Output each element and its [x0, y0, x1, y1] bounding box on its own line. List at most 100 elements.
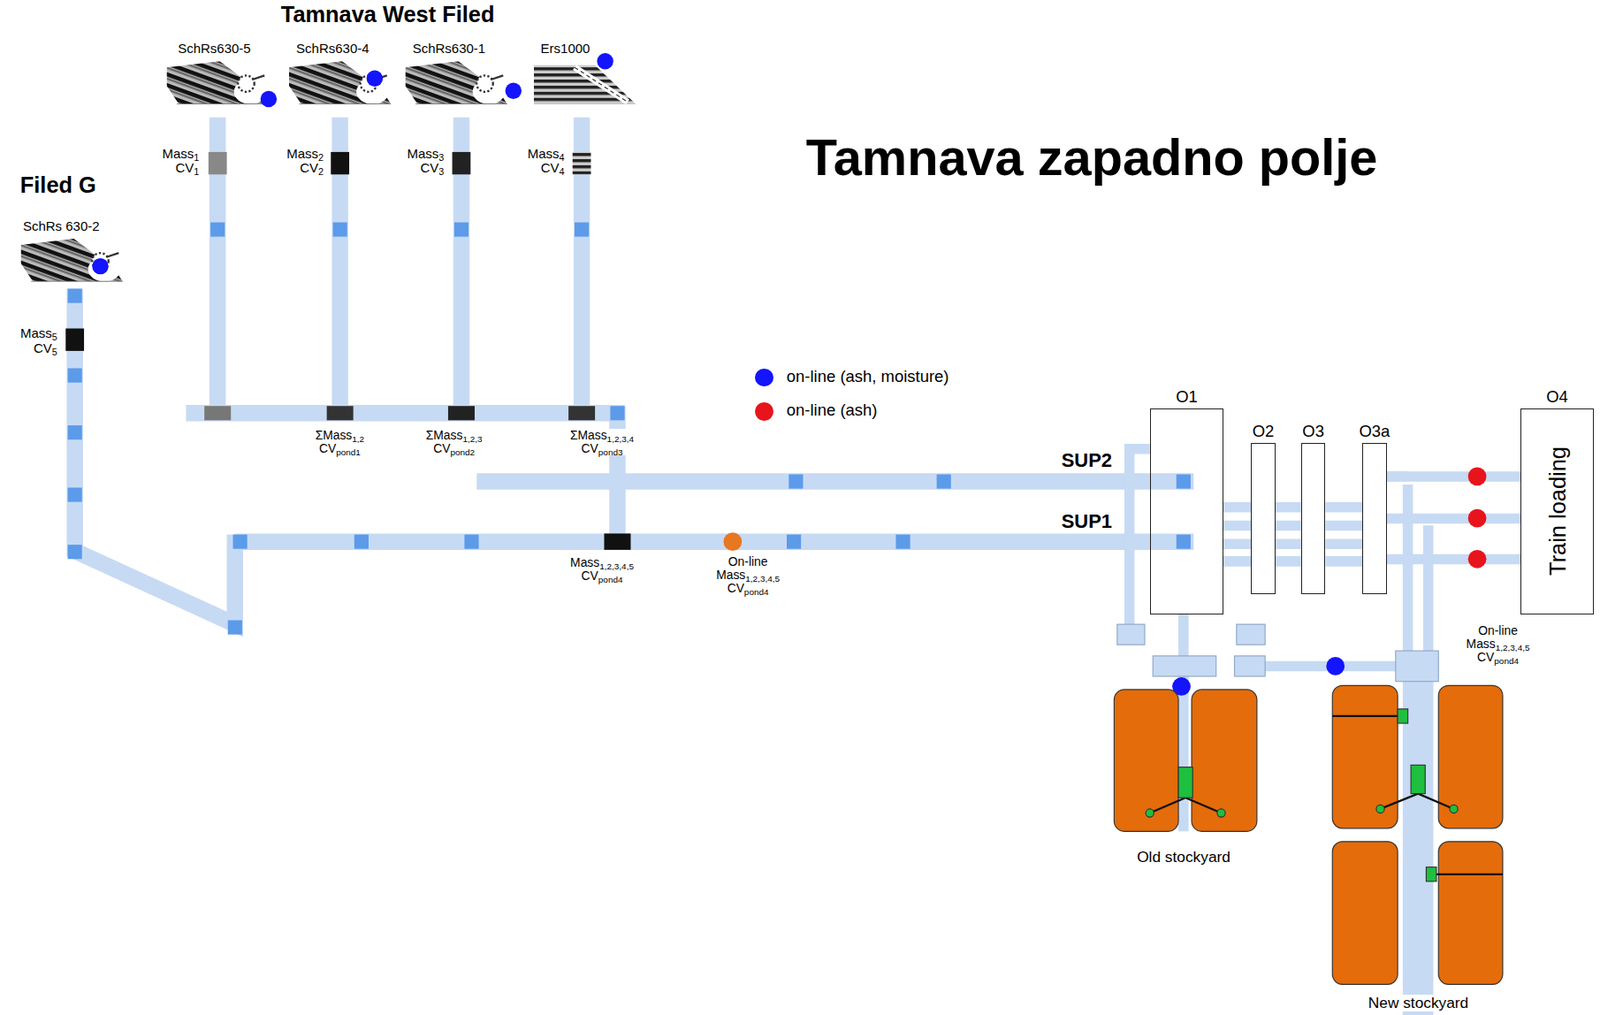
text-label: Filed G: [19, 173, 98, 198]
text-label: SchRs 630-2: [22, 219, 101, 234]
drawing-g: [1468, 466, 1487, 568]
diagram-title: Tamnava zapadno polje: [805, 129, 1380, 185]
drawing-use: [289, 60, 391, 104]
drawing-circle: [1145, 808, 1154, 817]
box-text: Train loading: [1544, 446, 1570, 576]
box-heading: O3a: [1358, 421, 1390, 442]
drawing-use: [167, 60, 269, 104]
drawing-path: [1178, 676, 1189, 831]
drawing-rect: [609, 405, 625, 420]
drawing-rect: [68, 425, 83, 440]
drawing-rect: [354, 534, 369, 549]
box-heading: O1: [1175, 387, 1198, 407]
text-label: On-line Mass1,2,3,4,5 CVpond4: [1465, 624, 1532, 664]
drawing-rect: [204, 405, 231, 420]
text-label: SchRs630-5: [176, 41, 252, 56]
drawing-rect: [1410, 764, 1425, 793]
text-label: SUP1: [1060, 510, 1113, 533]
drawing-circle: [505, 82, 522, 99]
conveyor-connector: [1325, 507, 1363, 562]
drawing-rect: [448, 405, 475, 420]
drawing-circle: [723, 532, 742, 551]
drawing-circle: [1325, 656, 1345, 676]
drawing-rect: [1332, 841, 1398, 985]
legend-text: on-line (ash): [785, 401, 879, 420]
drawing-rect: [1397, 708, 1409, 724]
drawing-use: [404, 60, 507, 104]
drawing-rect: [1176, 474, 1191, 489]
drawing-rect: [452, 152, 472, 175]
process-box: O4Train loading: [1520, 408, 1594, 615]
drawing-circle: [1376, 804, 1385, 813]
text-label: SUP2: [1060, 449, 1113, 472]
drawing-rect: [1395, 650, 1439, 682]
text-label: On-line Mass1,2,3,4,5 CVpond4: [715, 555, 781, 595]
drawing-rect: [1234, 655, 1266, 677]
box-heading: O2: [1252, 421, 1275, 442]
drawing-rect: [210, 222, 225, 237]
box-heading: O4: [1546, 387, 1569, 407]
drawing-rect: [68, 487, 83, 503]
drawing-path: [75, 289, 236, 625]
drawing-circle: [91, 258, 108, 275]
drawing-rect: [1176, 534, 1191, 549]
drawing-rect: [65, 328, 84, 351]
text-label: SchRs630-1: [411, 41, 488, 56]
drawing-rect: [1191, 689, 1258, 831]
text-label: Mass2 CV2: [285, 146, 325, 176]
drawing-circle: [260, 91, 277, 107]
drawing-rect: [330, 152, 350, 175]
drawing-rect: [786, 534, 801, 549]
drawing-circle: [1468, 466, 1487, 486]
drawing-rect: [333, 222, 348, 237]
text-label: Ers1000: [540, 41, 592, 56]
text-label: ΣMass1,2 CVpond1: [314, 428, 366, 456]
text-label: Mass4 CV4: [526, 146, 566, 176]
drawing-rect: [464, 534, 479, 549]
drawing-path: [217, 117, 582, 414]
text-label: SchRs630-4: [295, 41, 371, 56]
drawing-rect: [228, 619, 243, 634]
text-label: Mass3 CV3: [405, 146, 445, 176]
drawing-rect: [208, 152, 228, 175]
text-label: New stockyard: [1367, 994, 1470, 1012]
text-label: ΣMass1,2,3 CVpond2: [425, 428, 484, 456]
drawing-rect: [574, 222, 589, 237]
conveyor-connector: [1223, 507, 1251, 562]
process-box: O2: [1250, 442, 1276, 595]
drawing-rect: [568, 405, 595, 420]
drawing-rect: [937, 474, 952, 489]
drawing-circle: [1449, 804, 1458, 813]
drawing-rect: [603, 533, 631, 549]
drawing-rect: [327, 405, 354, 420]
drawing-g: [1113, 685, 1503, 984]
text-label: Tamnava West Filed: [280, 2, 496, 27]
drawing-use: [21, 238, 123, 282]
drawing-rect: [895, 534, 910, 549]
drawing-rect: [1113, 689, 1179, 831]
legend-text: on-line (ash, moisture): [785, 367, 951, 386]
drawing-rect: [788, 474, 803, 489]
drawing-circle: [1468, 549, 1487, 569]
drawing-rect: [68, 289, 83, 304]
process-box: O3: [1301, 442, 1326, 595]
text-label: ΣMass1,2,3,4 CVpond3: [569, 428, 635, 456]
drawing-circle: [366, 70, 383, 87]
drawing-rect: [572, 152, 592, 175]
drawing-g: [68, 222, 1191, 635]
text-label: Old stockyard: [1135, 848, 1232, 866]
drawing-path: [235, 481, 1195, 542]
drawing-rect: [68, 368, 83, 383]
drawing-g: [1117, 624, 1439, 682]
drawing-rect: [454, 222, 469, 237]
drawing-rect: [1438, 841, 1503, 985]
drawing-rect: [1425, 867, 1437, 882]
drawing-use: [533, 65, 636, 105]
text-label: Mass1 CV1: [160, 146, 200, 176]
drawing-rect: [233, 534, 248, 549]
process-box: O3a: [1362, 442, 1387, 595]
drawing-path: [1129, 443, 1398, 694]
drawing-rect: [68, 544, 83, 559]
drawing-g: [75, 117, 1195, 625]
process-box: O1: [1150, 408, 1224, 615]
